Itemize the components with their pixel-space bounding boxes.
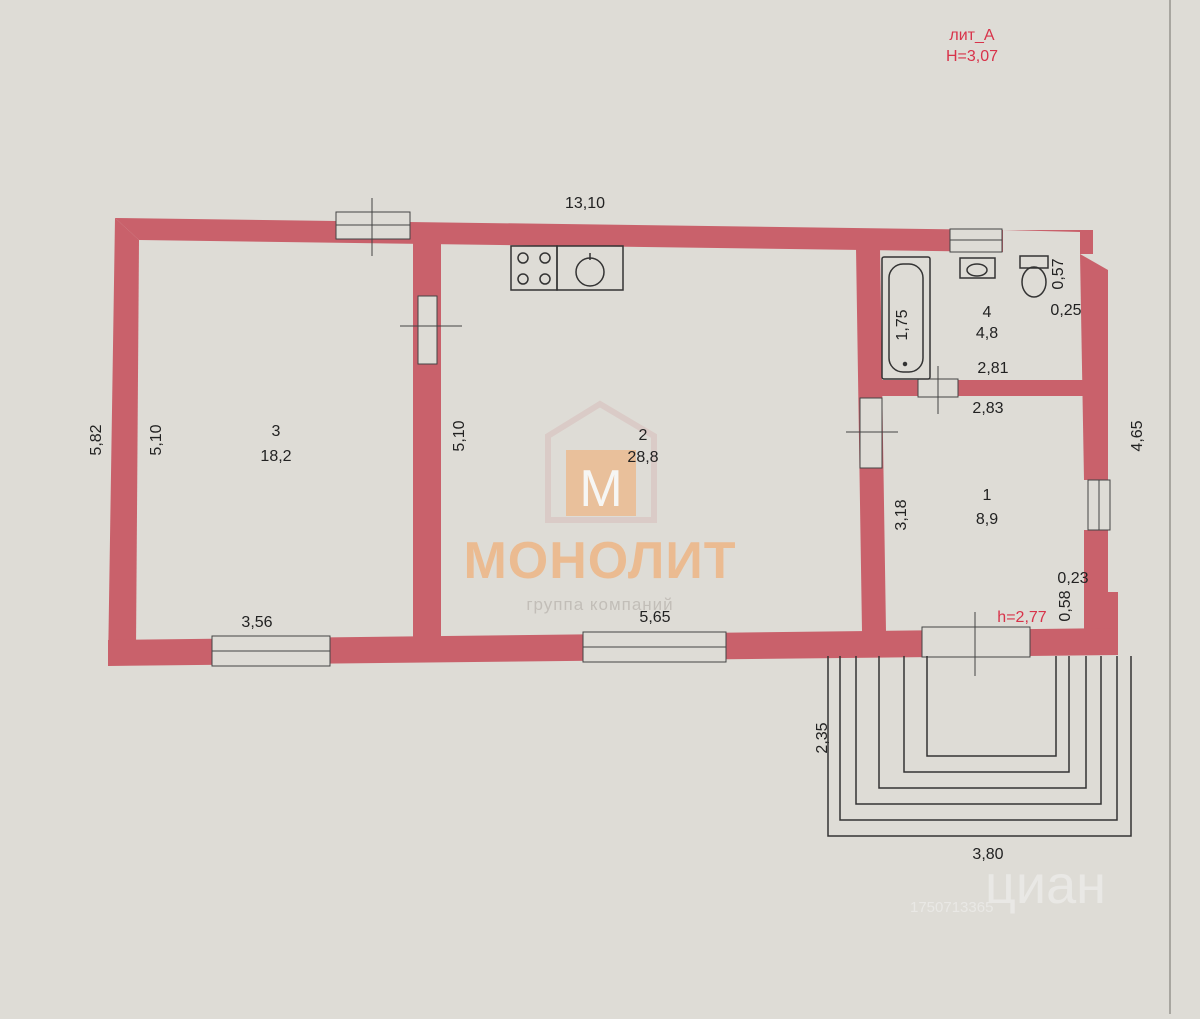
room3-number: 3	[272, 423, 281, 440]
porch-step-6	[926, 656, 1057, 757]
dimension-labels: 13,10 5,82 5,10 3,56 5,10 5,65 1,75 2,81…	[88, 195, 1146, 863]
outer-wall-corner	[1003, 230, 1093, 254]
watermark-logo-letter: М	[579, 460, 622, 518]
kitchen-sink-icon	[556, 245, 624, 291]
porch-step-5	[903, 656, 1070, 773]
watermark-name: МОНОЛИТ	[463, 532, 736, 590]
door-room3-room2	[417, 295, 438, 365]
room1-area: 8,9	[976, 511, 998, 528]
dim-top-total: 13,10	[565, 195, 605, 212]
porch-step-2	[839, 656, 1118, 821]
partition-wall-4-1	[876, 380, 1086, 396]
dim-room4-offset-top: 0,57	[1050, 258, 1067, 289]
dim-left-outer: 5,82	[88, 424, 105, 455]
washbasin-icon	[959, 257, 996, 279]
room3-area: 18,2	[260, 448, 291, 465]
watermark-house-icon	[545, 400, 657, 523]
watermark-logo-square	[566, 450, 636, 516]
dim-room1-height: 3,18	[893, 499, 910, 530]
window-lines	[212, 198, 1100, 676]
dim-room1-offset-b: 0,58	[1057, 590, 1074, 621]
entrance-door	[921, 626, 1031, 658]
dim-room1-offset-a: 0,23	[1057, 570, 1088, 587]
room4-area: 4,8	[976, 325, 998, 342]
room1-number: 1	[983, 487, 992, 504]
cian-code: 1750713365	[910, 899, 993, 916]
building-height-label: H=3,07	[946, 48, 998, 65]
door-room2-room1	[859, 397, 883, 469]
room-labels: 3 18,2 2 28,8 4 4,8 1 8,9	[260, 304, 998, 528]
porch-steps	[827, 656, 1132, 837]
dim-room3-height: 5,10	[148, 424, 165, 455]
dim-room3-width: 3,56	[241, 614, 272, 631]
porch-step-4	[878, 656, 1087, 789]
dim-room1-width: 2,83	[972, 400, 1003, 417]
dim-room2-height: 5,10	[451, 420, 468, 451]
watermark-tagline: группа компаний	[526, 595, 673, 614]
dim-bath-length: 1,75	[894, 309, 911, 340]
monolit-watermark: М МОНОЛИТ группа компаний	[463, 400, 736, 614]
dim-right-outer: 4,65	[1129, 420, 1146, 451]
bathtub-icon	[881, 256, 931, 380]
porch-step-3	[855, 656, 1102, 805]
room2-number: 2	[639, 427, 648, 444]
outer-wall-right-lower	[1084, 530, 1118, 655]
dim-porch-width: 3,80	[972, 846, 1003, 863]
dim-room2-width: 5,65	[639, 609, 670, 626]
outer-wall-right-upper	[1080, 254, 1108, 480]
dim-room4-offset-side: 0,25	[1050, 302, 1081, 319]
room2-area: 28,8	[627, 449, 658, 466]
room1-ceiling-height: h=2,77	[997, 609, 1046, 626]
lit-label: лит_А	[949, 27, 995, 44]
dim-porch-depth: 2,35	[814, 722, 831, 753]
cian-brand: циан	[985, 855, 1106, 915]
outer-wall-left	[108, 218, 139, 666]
cian-watermark: циан 1750713365	[910, 855, 1106, 916]
dim-room4-width: 2,81	[977, 360, 1008, 377]
porch-step-1	[827, 656, 1132, 837]
toilet-icon	[1019, 255, 1049, 298]
room4-number: 4	[983, 304, 992, 321]
